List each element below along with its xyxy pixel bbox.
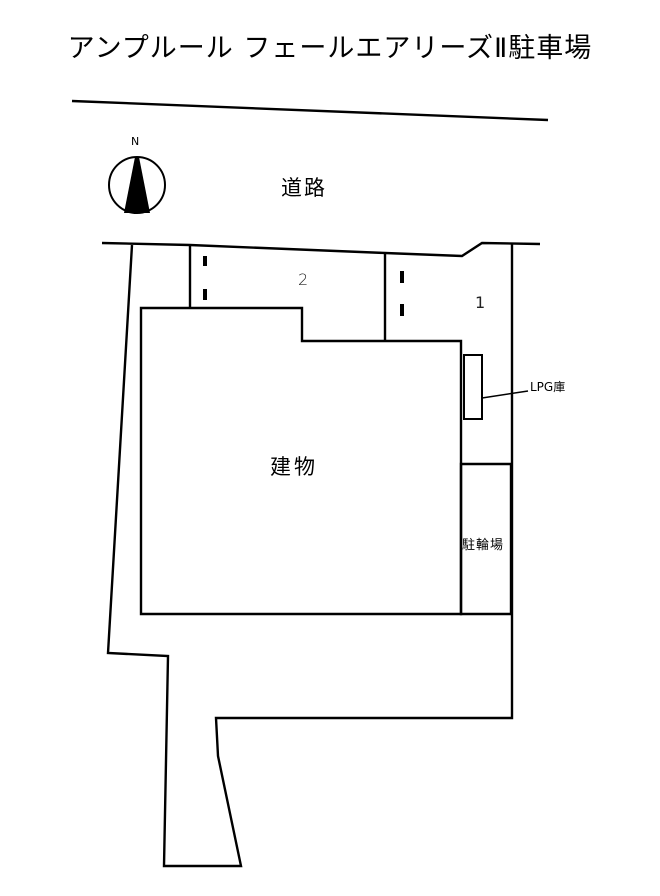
lpg-storage-box [463, 354, 483, 420]
parking-space-1-label: 1 [475, 293, 486, 312]
parking-space-2-label: 2 [298, 270, 309, 289]
wheel-stops [203, 256, 404, 316]
site-boundary [106, 243, 514, 868]
north-label: N [131, 135, 140, 148]
bicycle-parking-label: 駐輪場 [462, 538, 505, 553]
building-outline [139, 306, 463, 616]
road-edge-line [71, 99, 549, 122]
page-title: アンプルール フェールエアリーズⅡ駐車場 [67, 33, 593, 64]
bicycle-parking-box [459, 462, 513, 616]
road-label: 道路 [281, 176, 327, 200]
north-arrow-icon [108, 156, 166, 214]
site-frontage-line [101, 241, 541, 258]
lpg-storage-label: LPG庫 [530, 380, 566, 394]
building-label: 建物 [270, 455, 318, 479]
lpg-leader-line [481, 390, 529, 399]
